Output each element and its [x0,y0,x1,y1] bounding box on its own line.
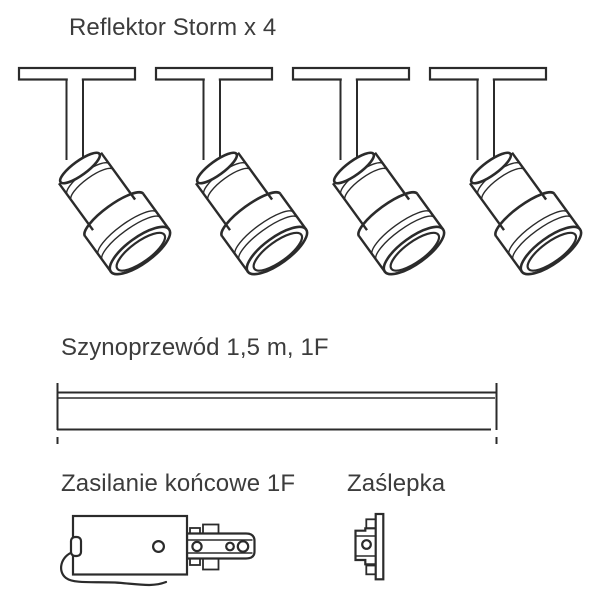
track-rail-drawing [56,383,498,444]
end-cap-drawing [354,512,385,581]
spotlight-fixture-4 [428,66,590,284]
reflectors-heading: Reflektor Storm x 4 [69,14,277,41]
end-cap-heading: Zaślepka [347,470,446,497]
spotlight-fixture-3 [291,66,453,284]
spotlight-fixture-2 [154,66,316,284]
power-feed-drawing [60,514,256,587]
spotlight-fixture-1 [17,66,179,284]
track-heading: Szynoprzewód 1,5 m, 1F [61,334,329,361]
power-cord [60,550,168,587]
power-feed-heading: Zasilanie końcowe 1F [61,470,296,497]
